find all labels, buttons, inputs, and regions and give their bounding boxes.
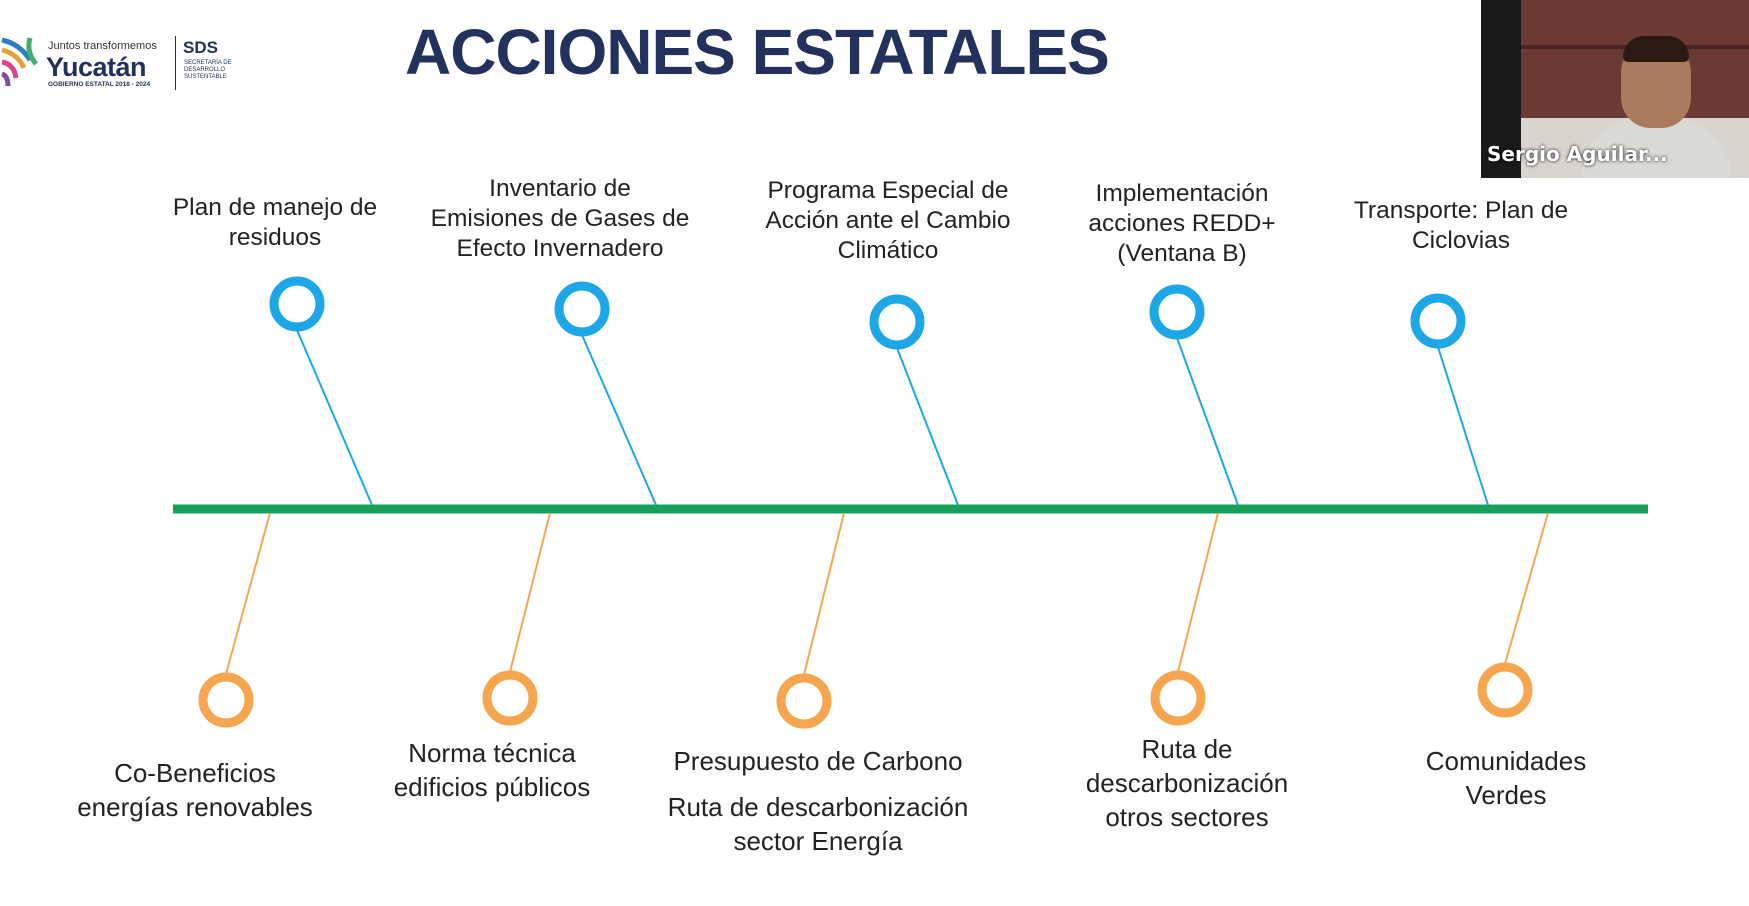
action-label-line: Plan de manejo de	[172, 194, 378, 221]
top-node-marker	[1149, 284, 1205, 340]
yucatan-emblem-icon	[0, 37, 38, 87]
bottom-node-marker	[776, 673, 832, 729]
bottom-node-marker	[1477, 662, 1533, 718]
bottom-action-label: Norma técnica edificios públicos	[302, 736, 682, 804]
action-label-line: edificios públicos	[393, 772, 591, 802]
bottom-connector	[509, 512, 551, 673]
top-action-label: Implementación acciones REDD+ (Ventana B)	[1012, 179, 1352, 269]
action-label-line: acciones REDD+	[1088, 210, 1276, 237]
action-label-line: energías renovables	[77, 792, 313, 822]
action-label-line: Ruta de descarbonización	[667, 792, 969, 822]
action-label-line: Norma técnica	[408, 738, 576, 768]
top-connector	[1437, 346, 1489, 506]
action-label-line: Co-Beneficios	[114, 758, 276, 788]
bottom-action-label: Ruta de descarbonización otros sectores	[997, 732, 1377, 834]
action-label-line: Climático	[837, 237, 939, 264]
participant-name: Sergio Aguilar...	[1487, 142, 1668, 166]
action-label-line: Acción ante el Cambio	[765, 207, 1011, 234]
video-participant-hair	[1623, 36, 1689, 62]
action-label-line: Ruta de	[1141, 734, 1233, 764]
action-label-line: Programa Especial de	[767, 177, 1009, 204]
top-node-marker	[869, 294, 925, 350]
logo-name: Yucatán	[46, 52, 147, 82]
action-label-line: Inventario de	[489, 175, 631, 202]
top-connector	[896, 347, 959, 506]
bottom-node-marker	[198, 672, 254, 728]
action-label-line: otros sectores	[1105, 802, 1269, 832]
bottom-action-label: Co-Beneficios energías renovables	[5, 756, 385, 824]
agency-full-name: SECRETARÍA DE DESARROLLO SUSTENTABLE	[184, 60, 232, 80]
logo-tagline: Juntos transformemos	[48, 40, 157, 52]
logo-divider	[175, 36, 176, 90]
top-action-label: Programa Especial de Acción ante el Cambi…	[718, 176, 1058, 266]
top-node-marker	[269, 276, 325, 332]
action-label-line: Efecto Invernadero	[456, 235, 664, 262]
action-label-line: (Ventana B)	[1117, 240, 1247, 267]
top-action-label: Plan de manejo de residuos	[105, 193, 445, 253]
action-label-line: descarbonización	[1085, 768, 1289, 798]
yucatan-logo: Juntos transformemos Yucatán GOBIERNO ES…	[0, 30, 240, 100]
top-action-label: Inventario de Emisiones de Gases de Efecto…	[390, 174, 730, 264]
agency-acronym: SDS	[183, 38, 218, 57]
participant-video-tile[interactable]: Sergio Aguilar...	[1481, 0, 1749, 178]
action-label-line: Presupuesto de Carbono	[673, 746, 963, 776]
action-label-line: sector Energía	[733, 826, 903, 856]
top-connector	[1176, 337, 1239, 506]
top-action-label: Transporte: Plan de Ciclovias	[1291, 196, 1631, 256]
action-label-line: Comunidades	[1425, 746, 1587, 776]
slide-title: ACCIONES ESTATALES	[405, 16, 1110, 88]
bottom-connector	[225, 512, 271, 675]
logo-subtitle: GOBIERNO ESTATAL 2018 - 2024	[48, 81, 151, 88]
bottom-node-marker	[482, 670, 538, 726]
top-connector	[296, 329, 373, 506]
top-node-marker	[554, 281, 610, 337]
action-label-line: Transporte: Plan de	[1353, 197, 1569, 224]
action-label-line: Implementación	[1095, 180, 1269, 207]
bottom-connector	[1504, 512, 1549, 665]
action-label-line: Verdes	[1465, 780, 1547, 810]
action-label-line: Ciclovias	[1411, 227, 1511, 254]
top-node-marker	[1410, 293, 1466, 349]
bottom-node-marker	[1150, 670, 1206, 726]
top-connector	[581, 334, 657, 506]
action-label-line: residuos	[228, 224, 322, 251]
action-label-line: Emisiones de Gases de	[430, 205, 690, 232]
bottom-connector	[1177, 512, 1219, 673]
bottom-connector	[803, 512, 845, 676]
